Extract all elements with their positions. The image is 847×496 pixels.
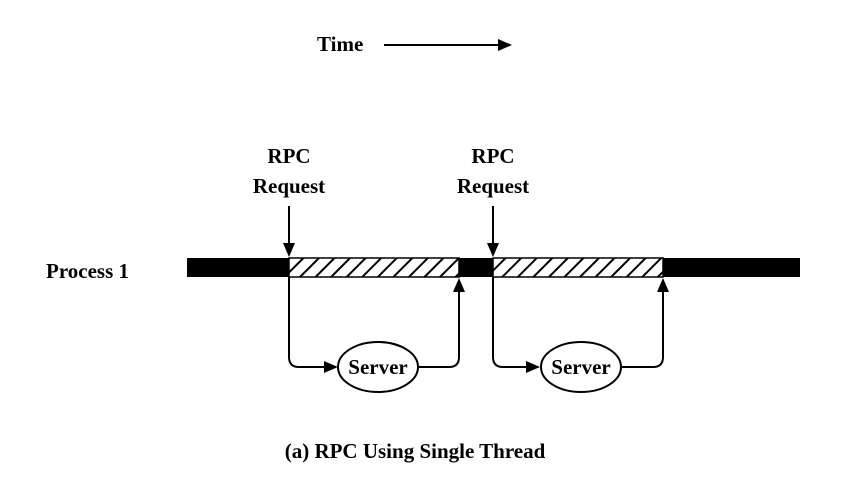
rpc-request-2-line1: RPC: [471, 144, 514, 168]
process-label: Process 1: [46, 259, 129, 283]
rpc-request-1-line2: Request: [253, 174, 325, 198]
rpc-request-2-line2: Request: [457, 174, 529, 198]
request-arrow-1: [283, 206, 295, 257]
running-segment-3: [663, 258, 800, 277]
server-node-2: Server: [540, 341, 622, 393]
rpc-request-1-line1: RPC: [267, 144, 310, 168]
rpc-request-label-1: RPC Request: [253, 144, 325, 198]
diagram-caption: (a) RPC Using Single Thread: [285, 439, 546, 463]
server-call-path-2: [492, 277, 669, 373]
time-label: Time: [317, 32, 363, 56]
server-label-1: Server: [348, 355, 407, 379]
process-timeline-bar: [187, 257, 800, 278]
time-arrow: [384, 39, 512, 51]
running-segment-2: [459, 258, 493, 277]
server-call-path-1: [288, 277, 465, 373]
request-arrow-2: [487, 206, 499, 257]
server-label-2: Server: [551, 355, 610, 379]
server-node-1: Server: [337, 341, 419, 393]
blocked-segment-1: [288, 257, 460, 278]
blocked-segment-2: [492, 257, 664, 278]
rpc-request-label-2: RPC Request: [457, 144, 529, 198]
running-segment-1: [187, 258, 289, 277]
